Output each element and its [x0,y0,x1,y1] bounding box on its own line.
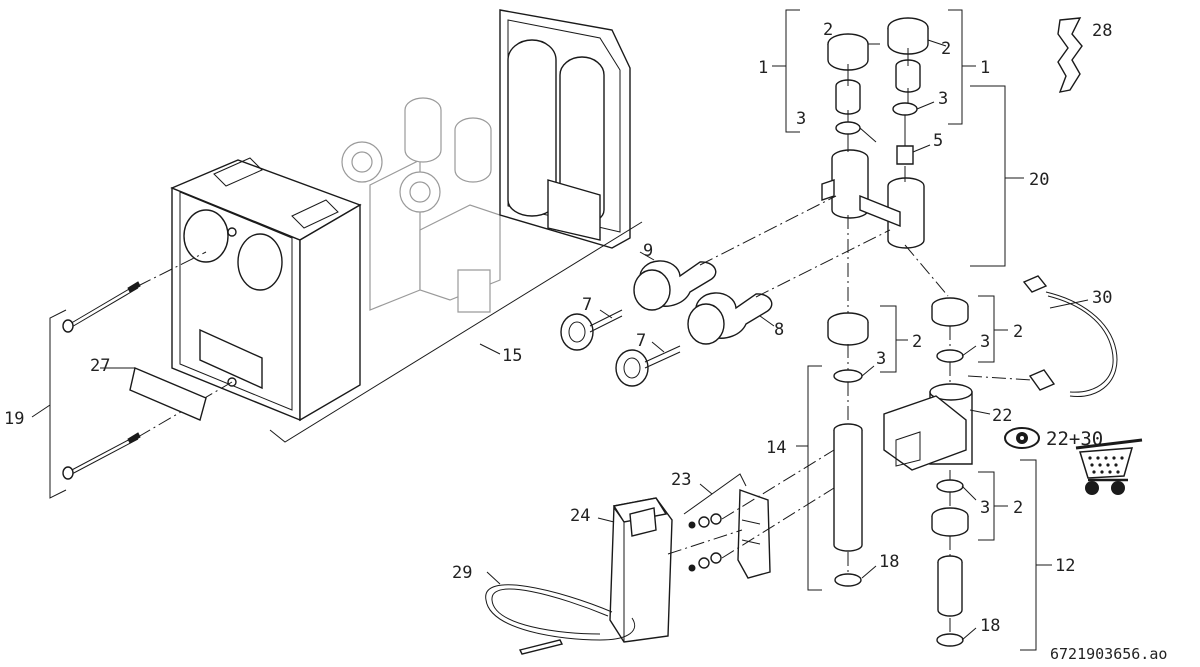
group-bracket-2-pump-top [978,295,995,363]
callout-18-right: 18 [980,616,1000,636]
callout-20: 20 [1029,170,1049,190]
callout-29: 29 [452,563,472,583]
gasket-bottom-center [834,573,862,587]
eye-icon [1004,427,1040,449]
callout-7-upper: 7 [582,295,592,315]
fitting-right [895,59,921,93]
callout-1-right: 1 [980,58,990,78]
gasket-pump-bottom [936,479,964,493]
callout-2-pump-top: 2 [1013,322,1023,342]
group-bracket-1-left [785,9,800,133]
union-nut-right [887,17,929,55]
callout-5: 5 [933,131,943,151]
callout-22: 22 [992,406,1012,426]
union-nut-pump-top [931,297,969,327]
thermometer-handle-lower [687,292,773,345]
callout-8: 8 [774,320,784,340]
thermometer-dial-upper [560,309,623,351]
gasket-right [892,102,918,116]
assembled-station-preview [341,97,501,313]
temperature-controller [609,497,673,643]
thermometer-handle-upper [633,260,717,311]
group-bracket-15 [269,221,643,443]
callout-1-left: 1 [758,58,768,78]
union-nut-pump-bottom [931,507,969,537]
fitting-left [835,79,861,115]
callout-15: 15 [502,346,522,366]
screw-upper [62,281,141,333]
callout-30: 30 [1092,288,1112,308]
callout-3-left: 3 [796,109,806,129]
group-bracket-1-right [948,9,963,125]
valve-body [821,149,925,249]
kit-label: 22+30 [1046,428,1103,450]
group-bracket-19 [49,309,67,499]
union-nut-center [827,312,869,346]
label-plate [129,367,207,421]
callout-2-pump-bottom: 2 [1013,498,1023,518]
gasket-pump-top [936,349,964,363]
group-bracket-12 [1020,459,1037,651]
pipe-section [833,423,863,552]
callout-27: 27 [90,356,110,376]
callout-3-pump-bottom: 3 [980,498,990,518]
mounting-bracket [737,489,771,579]
shopping-cart-icon [1075,438,1143,495]
callout-3-right: 3 [938,89,948,109]
sensor-cable [485,584,636,655]
gasket-strip [1057,17,1083,93]
group-bracket-14 [807,365,822,591]
pump-cable [1022,275,1118,397]
callout-23: 23 [671,470,691,490]
screw-lower [62,432,141,480]
group-bracket-23 [683,473,747,515]
callout-2-center: 2 [912,332,922,352]
callout-9: 9 [643,241,653,261]
drawing-number: 6721903656.ao [1050,645,1167,663]
gasket-center [833,369,863,383]
callout-14: 14 [766,438,786,458]
callout-19: 19 [4,409,24,429]
group-bracket-20 [970,85,1006,267]
gasket-bottom-right [936,633,964,647]
callout-3-pump-top: 3 [980,332,990,352]
insulation-cover-front [170,157,362,422]
thermometer-dial-lower [615,345,681,387]
callout-24: 24 [570,506,590,526]
check-valve [896,145,914,165]
bracket-screws [688,513,722,572]
callout-28: 28 [1092,21,1112,41]
group-bracket-2-center [880,305,897,373]
callout-12: 12 [1055,556,1075,576]
pipe-fitting-short [937,555,963,617]
circulation-pump [883,383,973,471]
callout-3-center: 3 [876,349,886,369]
callout-7-lower: 7 [636,331,646,351]
callout-18-center: 18 [879,552,899,572]
callout-2-left: 2 [823,20,833,40]
insulation-cover-back [499,9,631,249]
callout-2-right: 2 [941,39,951,59]
gasket-left [835,121,861,135]
